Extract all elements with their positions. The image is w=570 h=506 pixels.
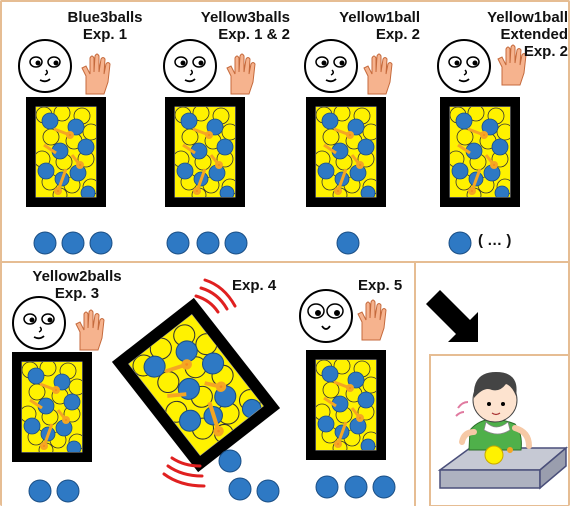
face-icon [163, 39, 217, 93]
hand-icon [363, 53, 393, 95]
panel-7 [299, 289, 396, 499]
panel-1-title-line-2: Exp. 1 [82, 26, 128, 43]
panel-2-title: Yellow3balls Exp. 1 & 2 [170, 9, 290, 43]
arrow-icon [426, 290, 478, 342]
panel-1-title-line-1: Blue3balls [67, 9, 143, 26]
ball-row-7 [315, 475, 396, 499]
panel-3 [304, 39, 393, 255]
face-icon [299, 289, 353, 343]
panel-3-title: Yellow1ball Exp. 2 [310, 9, 420, 43]
hand-icon [226, 53, 256, 95]
panel-6-title: Exp. 4 [232, 277, 277, 294]
panel-2-title-line-1: Yellow3balls [200, 9, 290, 26]
panel-4-title-line-3: Exp. 2 [523, 43, 568, 60]
child-icon [437, 372, 569, 490]
ball-row-4 [448, 231, 472, 255]
panel-4 [437, 39, 527, 255]
ball-row-2 [166, 231, 248, 255]
panel-6 [111, 278, 281, 503]
hand-icon [357, 299, 387, 341]
ball-row-5 [28, 479, 80, 503]
panel-5-title: Yellow2balls Exp. 3 [22, 268, 132, 302]
panel-4-extra: ( … ) [478, 232, 512, 249]
panel-7-title: Exp. 5 [358, 277, 403, 294]
face-icon [18, 39, 72, 93]
box-4 [440, 97, 520, 207]
panel-5-title-line-2: Exp. 3 [54, 285, 100, 302]
panel-5-title-line-1: Yellow2balls [32, 268, 122, 285]
box-1 [26, 97, 106, 207]
panel-1-title: Blue3balls Exp. 1 [50, 9, 160, 43]
panel-3-title-line-2: Exp. 2 [375, 26, 420, 43]
panel-1 [18, 39, 113, 255]
hand-icon [75, 309, 105, 351]
panel-4-title-line-2: Extended [500, 26, 568, 43]
face-icon [12, 296, 66, 350]
ball-row-3 [336, 231, 360, 255]
box-7 [306, 350, 386, 460]
box-2 [165, 97, 245, 207]
hand-icon [81, 53, 111, 95]
panel-5 [12, 296, 105, 503]
panel-4-title: Yellow1ball Extended Exp. 2 [450, 9, 568, 60]
panel-4-title-line-1: Yellow1ball [487, 9, 568, 26]
box-5 [12, 352, 92, 462]
panel-2 [163, 39, 256, 255]
ball-row-6 [218, 449, 280, 503]
panel-2-title-line-2: Exp. 1 & 2 [218, 26, 290, 43]
face-icon [304, 39, 358, 93]
ball-row-1 [33, 231, 113, 255]
box-3 [306, 97, 386, 207]
panel-3-title-line-1: Yellow1ball [339, 9, 420, 26]
motion-lines [162, 278, 237, 488]
